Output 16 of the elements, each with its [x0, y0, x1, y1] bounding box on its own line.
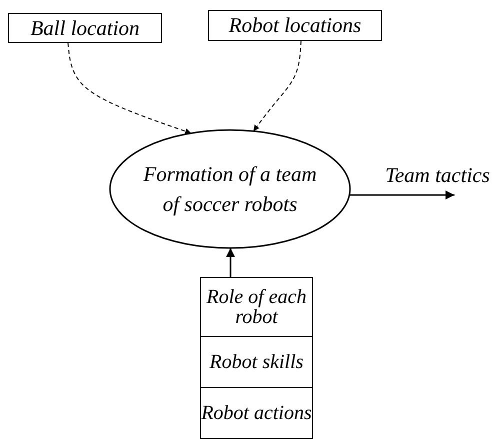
arrow: [350, 190, 455, 200]
arrow: [252, 40, 302, 132]
layer-box: [200, 336, 313, 388]
node-text: Robot skills: [210, 352, 304, 372]
input-box: [8, 13, 162, 43]
node-text: Team tactics: [385, 164, 490, 186]
layer-box: [200, 387, 313, 439]
arrow: [68, 42, 192, 134]
layer-box: [200, 277, 313, 337]
arrow: [226, 248, 235, 277]
node-text: Formation of a team of soccer robots: [142, 160, 318, 218]
node-text: Robot locations: [228, 15, 362, 36]
node-text: Role of each robot: [206, 287, 308, 327]
node-text: Robot actions: [201, 404, 312, 422]
node-text: Ball location: [30, 18, 140, 38]
input-box: [208, 10, 382, 41]
